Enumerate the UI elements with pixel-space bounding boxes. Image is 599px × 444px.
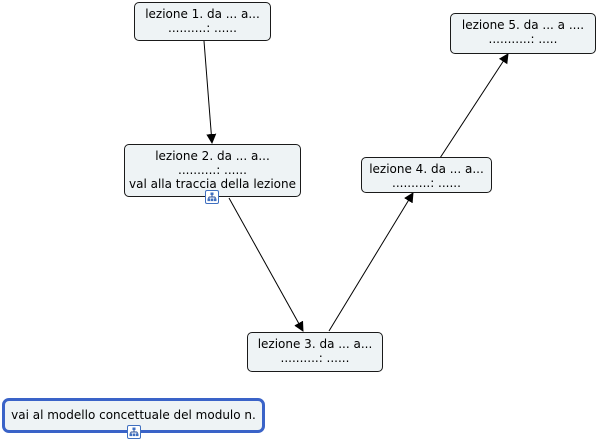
concept-lezione-2-line-1: lezione 2. da ... a... [155,149,270,163]
concept-lezione-3-line-1: lezione 3. da ... a... [257,337,373,351]
concept-lezione-2-line-2: ..........: ...... [178,163,247,177]
concept-lezione-4-line-1: lezione 4. da ... a... [369,162,484,176]
concept-lezione-4-line-2: ..........: ...... [392,176,461,190]
concept-map-link-icon[interactable] [127,425,141,439]
concept-map-link-icon[interactable] [205,190,219,204]
concept-lezione-2[interactable]: lezione 2. da ... a... ..........: .....… [124,144,301,197]
concept-lezione-1-line-2: ..........: ...... [168,21,237,35]
concept-lezione-1-line-1: lezione 1. da ... a... [145,7,260,21]
connection-lezione-3-to-lezione-4 [328,192,414,332]
concept-lezione-5[interactable]: lezione 5. da ... a .... ...........: ..… [450,13,596,54]
connection-lezione-1-to-lezione-2 [203,40,217,144]
concept-modello-concettuale-label: vai al modello concettuale del modulo n. [11,408,256,422]
concept-lezione-3[interactable]: lezione 3. da ... a... ..........: .....… [247,332,383,372]
concept-modello-concettuale[interactable]: vai al modello concettuale del modulo n. [2,398,265,433]
concept-lezione-3-line-2: ..........: ...... [280,351,350,365]
concept-lezione-1[interactable]: lezione 1. da ... a... ..........: .....… [134,2,271,41]
concept-lezione-5-line-2: ...........: ..... [488,32,558,46]
connection-lezione-4-to-lezione-5 [439,53,509,159]
concept-lezione-4[interactable]: lezione 4. da ... a... ..........: .....… [361,157,492,193]
connection-lezione-2-to-lezione-3 [228,197,304,332]
concept-lezione-2-line-3: val alla traccia della lezione [129,177,296,191]
concept-lezione-5-line-1: lezione 5. da ... a .... [461,18,585,32]
